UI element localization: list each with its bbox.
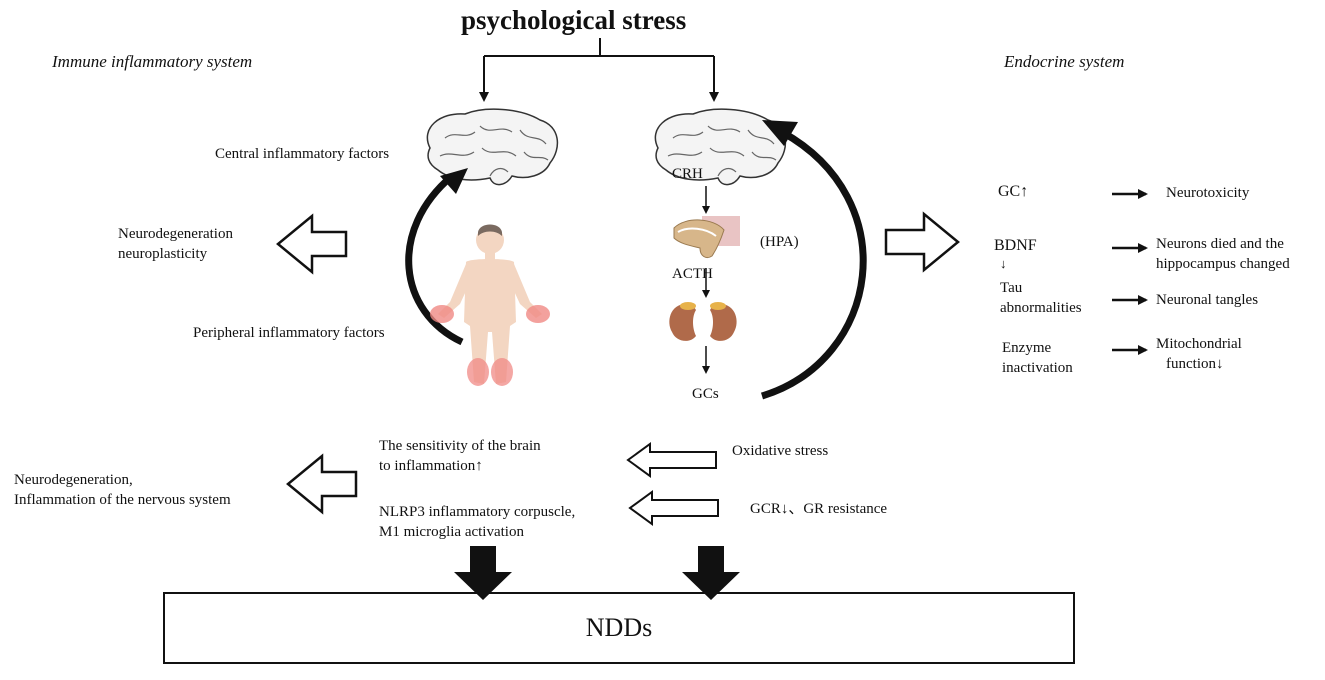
- effect-neurons-2: hippocampus changed: [1156, 256, 1290, 272]
- cause-bdnf: BDNF: [994, 237, 1037, 254]
- hollow-arrow-gcr: [628, 490, 719, 526]
- central-factors-label: Central inflammatory factors: [215, 146, 390, 162]
- hollow-arrow-right: [884, 211, 960, 273]
- kidney-icon: [669, 302, 737, 341]
- acth-label: ACTH: [672, 266, 713, 282]
- ndds-label: NDDs: [585, 613, 653, 642]
- outcome-label-2: Inflammation of the nervous system: [14, 492, 231, 508]
- peripheral-factors-label: Peripheral inflammatory factors: [193, 325, 385, 341]
- hpa-label: (HPA): [760, 234, 799, 250]
- oxidative-stress-label: Oxidative stress: [732, 443, 829, 459]
- cause-enzyme-1: Enzyme: [1002, 340, 1052, 356]
- feedback-arrow-left: [405, 168, 468, 346]
- brain-icon: [654, 108, 787, 186]
- effect-neurotoxicity: Neurotoxicity: [1166, 185, 1250, 201]
- effect-mito-2: function↓: [1166, 356, 1224, 372]
- crh-label: CRH: [672, 166, 703, 182]
- cause-bdnf-arrow: ↓: [1000, 256, 1007, 271]
- hollow-arrow-left-lower: [286, 453, 358, 515]
- stress-connector: [479, 38, 719, 102]
- cause-tau-2: abnormalities: [1000, 300, 1082, 316]
- pituitary-icon: [673, 216, 740, 259]
- ndds-box: NDDs: [163, 592, 1075, 664]
- effect-mito-1: Mitochondrial: [1156, 336, 1242, 352]
- down-arrow-right: [682, 546, 740, 600]
- immune-system-heading: Immune inflammatory system: [52, 52, 253, 71]
- nlrp3-label-2: M1 microglia activation: [379, 524, 524, 540]
- sensitivity-label-1: The sensitivity of the brain: [379, 438, 541, 454]
- diagram-title: psychological stress: [461, 5, 687, 35]
- hollow-arrow-oxidative: [626, 442, 717, 478]
- nlrp3-label-1: NLRP3 inflammatory corpuscle,: [379, 504, 576, 520]
- sensitivity-label-2: to inflammation↑: [379, 458, 483, 474]
- effect-arrows: [1112, 189, 1148, 355]
- outcome-label-1: Neurodegeneration,: [14, 472, 133, 488]
- cause-enzyme-2: inactivation: [1002, 360, 1073, 376]
- neuroplasticity-label: neuroplasticity: [118, 246, 208, 262]
- down-arrow-left: [454, 546, 512, 600]
- feedback-arrow-right: [760, 120, 867, 400]
- cause-tau-1: Tau: [1000, 280, 1023, 296]
- effect-neurons-1: Neurons died and the: [1156, 236, 1284, 252]
- effect-tangles: Neuronal tangles: [1156, 292, 1259, 308]
- brain-icon: [426, 108, 559, 186]
- gcr-label: GCR↓、GR resistance: [750, 501, 888, 517]
- endocrine-system-heading: Endocrine system: [1004, 52, 1125, 71]
- human-body-icon: [430, 224, 550, 386]
- gcs-label: GCs: [692, 386, 719, 402]
- cause-gc: GC↑: [998, 183, 1029, 200]
- hollow-arrow-left-upper: [276, 213, 348, 275]
- neurodegeneration-label-1: Neurodegeneration: [118, 226, 233, 242]
